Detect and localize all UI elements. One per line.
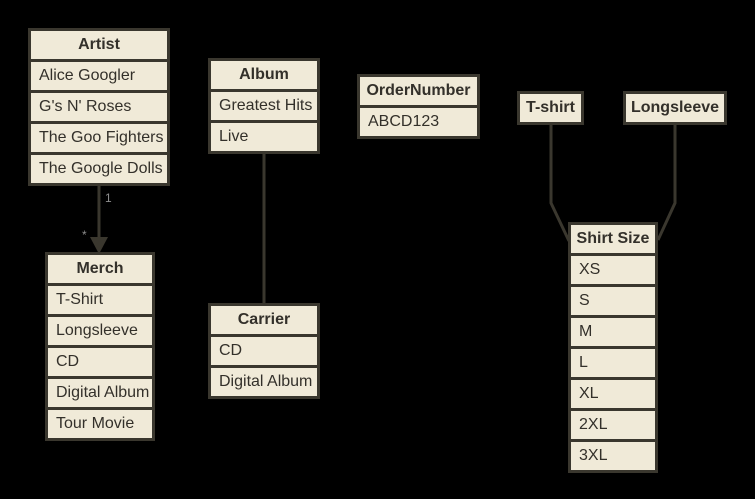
artist-table-header: Artist	[31, 31, 167, 59]
table-row: Tour Movie	[48, 407, 152, 438]
longsleeve-node: Longsleeve	[623, 91, 727, 125]
table-row: 2XL	[571, 408, 655, 439]
table-row: Longsleeve	[48, 314, 152, 345]
table-row: S	[571, 284, 655, 315]
table-row: XL	[571, 377, 655, 408]
edge-label-one: 1	[105, 191, 112, 205]
album-table-header: Album	[211, 61, 317, 89]
edge-label-many: *	[82, 228, 87, 242]
table-row: ABCD123	[360, 105, 477, 136]
edge-longsleeve-shirtsize	[656, 122, 677, 241]
table-row: Alice Googler	[31, 59, 167, 90]
shirt-size-table: Shirt Size XS S M L XL 2XL 3XL	[568, 222, 658, 473]
order-number-table-header: OrderNumber	[360, 77, 477, 105]
table-row: Greatest Hits	[211, 89, 317, 120]
table-row: 3XL	[571, 439, 655, 470]
table-row: Digital Album	[211, 365, 317, 396]
artist-table: Artist Alice Googler G's N' Roses The Go…	[28, 28, 170, 186]
shirt-size-table-header: Shirt Size	[571, 225, 655, 253]
table-row: L	[571, 346, 655, 377]
merch-table-header: Merch	[48, 255, 152, 283]
carrier-table-header: Carrier	[211, 306, 317, 334]
table-row: XS	[571, 253, 655, 284]
merch-table: Merch T-Shirt Longsleeve CD Digital Albu…	[45, 252, 155, 441]
carrier-table: Carrier CD Digital Album	[208, 303, 320, 399]
table-row: CD	[211, 334, 317, 365]
table-row: CD	[48, 345, 152, 376]
tshirt-node: T-shirt	[517, 91, 584, 125]
tshirt-node-header: T-shirt	[520, 94, 581, 122]
edge-tshirt-shirtsize	[549, 122, 571, 242]
table-row: M	[571, 315, 655, 346]
album-table: Album Greatest Hits Live	[208, 58, 320, 154]
longsleeve-node-header: Longsleeve	[626, 94, 724, 122]
order-number-table: OrderNumber ABCD123	[357, 74, 480, 139]
table-row: The Goo Fighters	[31, 121, 167, 152]
table-row: Digital Album	[48, 376, 152, 407]
table-row: T-Shirt	[48, 283, 152, 314]
table-row: The Google Dolls	[31, 152, 167, 183]
table-row: Live	[211, 120, 317, 151]
table-row: G's N' Roses	[31, 90, 167, 121]
